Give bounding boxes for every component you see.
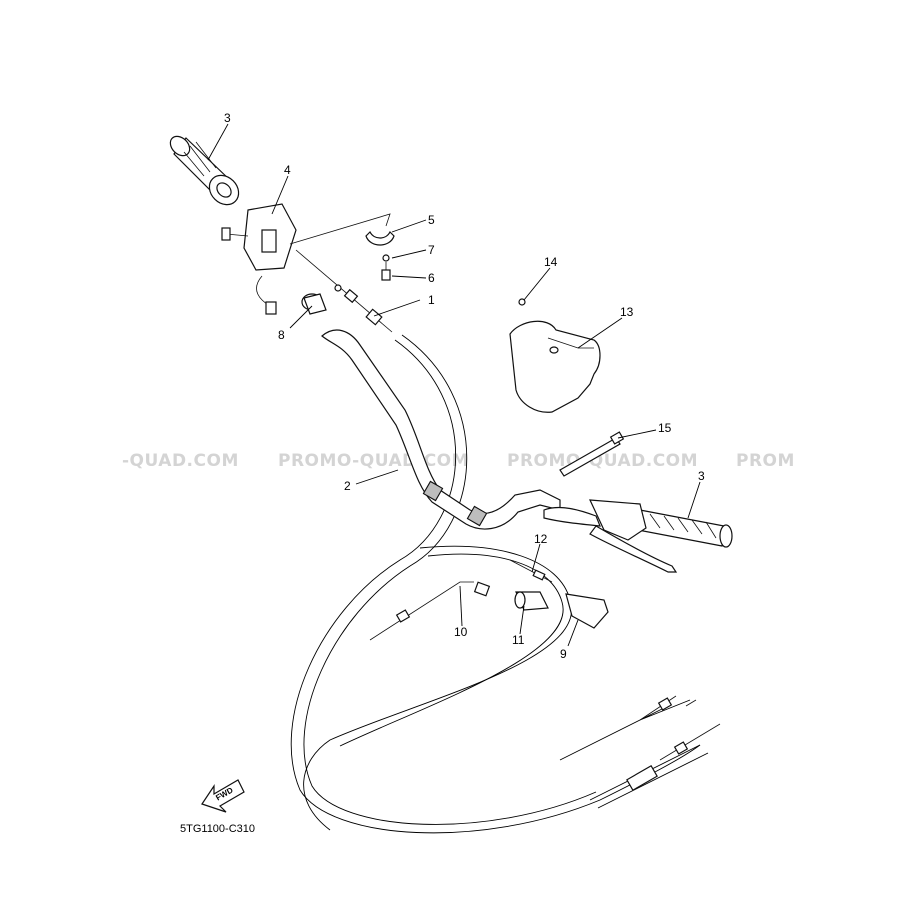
lower-cable-ends [626, 695, 721, 792]
callout-1: 1 [428, 293, 435, 307]
callout-11: 11 [512, 633, 525, 647]
watermark-2: PROMO-QUAD.COM [278, 451, 469, 471]
callout-4: 4 [284, 163, 291, 177]
callout-14: 14 [544, 255, 558, 269]
small-cable-parts [369, 559, 609, 641]
switch-assembly [221, 203, 297, 315]
fwd-arrow: FWD [201, 779, 245, 813]
watermark-4: PROM [736, 451, 795, 471]
callouts: 1 2 3 3 4 5 6 7 8 9 10 11 12 13 14 15 [224, 111, 705, 661]
callout-9: 9 [560, 647, 567, 661]
callout-10: 10 [454, 625, 468, 639]
cable-tie [559, 431, 625, 477]
throttle-cable-end [295, 249, 393, 333]
watermark-1: -QUAD.COM [122, 451, 239, 471]
leader-lines [207, 123, 701, 647]
callout-3-right: 3 [698, 469, 705, 483]
callout-5: 5 [428, 213, 435, 227]
diagram-code: 5TG1100-C310 [180, 823, 255, 835]
cable-loops [290, 334, 709, 834]
watermark-row: -QUAD.COM PROMO-QUAD.COM PROMO-QUAD.COM … [122, 451, 795, 471]
handlebar [321, 329, 561, 530]
callout-7: 7 [428, 243, 435, 257]
callout-13: 13 [620, 305, 634, 319]
callout-3-left: 3 [224, 111, 231, 125]
callout-2: 2 [344, 479, 351, 493]
callout-6: 6 [428, 271, 435, 285]
watermark-3: PROMO-QUAD.COM [507, 451, 698, 471]
callout-15: 15 [658, 421, 672, 435]
handlebar-cover [509, 298, 601, 413]
callout-12: 12 [534, 532, 548, 546]
right-grip-lever [543, 499, 733, 573]
callout-8: 8 [278, 328, 285, 342]
left-grip [169, 135, 240, 206]
sleeve-part-8 [301, 293, 327, 315]
clamp-hardware [289, 213, 395, 281]
